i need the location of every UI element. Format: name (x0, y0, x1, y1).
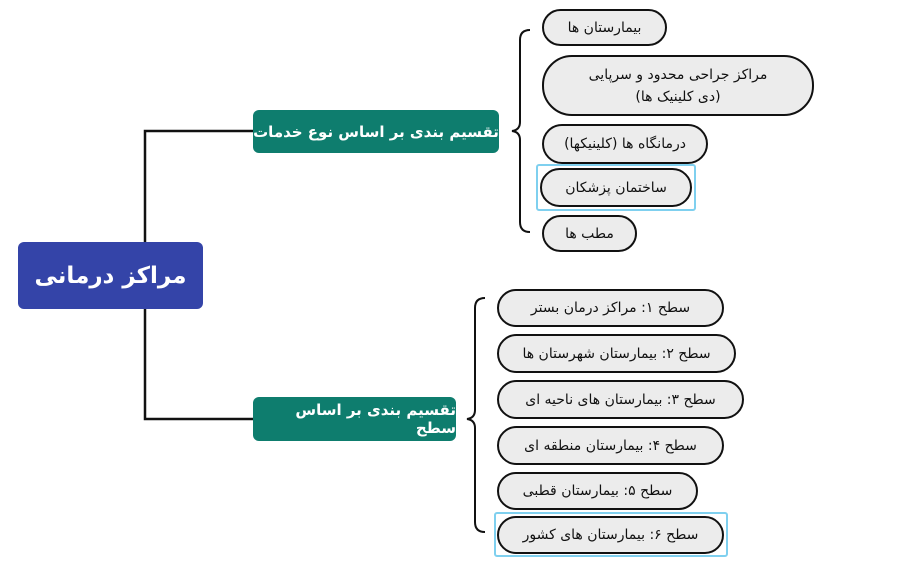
leaf-level-1[interactable]: سطح ۱: مراکز درمان بستر (497, 289, 724, 327)
branch-label: تقسیم بندی بر اساس نوع خدمات (253, 122, 499, 141)
leaf-level-5[interactable]: سطح ۵: بیمارستان قطبی (497, 472, 698, 510)
leaf-hospitals[interactable]: بیمارستان ها (542, 9, 667, 46)
branch-node-by-level[interactable]: تقسیم بندی بر اساس سطح (253, 397, 456, 441)
leaf-day-clinics[interactable]: مراکز جراحی محدود و سرپایی (دی کلینیک ها… (542, 55, 814, 116)
leaf-label: سطح ۳: بیمارستان های ناحیه ای (525, 391, 716, 408)
leaf-label: سطح ۶: بیمارستان های کشور (522, 527, 699, 543)
leaf-level-6[interactable]: سطح ۶: بیمارستان های کشور (497, 516, 724, 554)
branch-label: تقسیم بندی بر اساس سطح (295, 401, 456, 437)
leaf-label: مطب ها (565, 225, 614, 242)
leaf-label: سطح ۵: بیمارستان قطبی (522, 483, 673, 499)
leaf-level-3[interactable]: سطح ۳: بیمارستان های ناحیه ای (497, 380, 744, 419)
leaf-label: ساختمان پزشکان (565, 179, 667, 196)
trunk-connector (143, 129, 253, 421)
selection-highlight (536, 164, 696, 211)
bracket-level (466, 297, 486, 533)
leaf-clinics[interactable]: درمانگاه ها (کلینیکها) (542, 124, 708, 164)
leaf-label: بیمارستان ها (567, 19, 642, 36)
leaf-level-4[interactable]: سطح ۴: بیمارستان منطقه ای (497, 426, 724, 465)
leaf-label: سطح ۱: مراکز درمان بستر (530, 300, 691, 316)
root-node-medical-centers[interactable]: مراکز درمانی (18, 242, 203, 309)
leaf-physicians-building[interactable]: ساختمان پزشکان (540, 168, 692, 207)
root-label: مراکز درمانی (34, 262, 187, 289)
selection-highlight (494, 512, 728, 557)
branch-node-by-service-type[interactable]: تقسیم بندی بر اساس نوع خدمات (253, 110, 499, 153)
leaf-label: درمانگاه ها (کلینیکها) (564, 136, 686, 152)
leaf-label: مراکز جراحی محدود و سرپایی (دی کلینیک ها… (588, 66, 768, 105)
bracket-services (511, 29, 531, 233)
leaf-level-2[interactable]: سطح ۲: بیمارستان شهرستان ها (497, 334, 736, 373)
leaf-offices[interactable]: مطب ها (542, 215, 637, 252)
leaf-label: سطح ۲: بیمارستان شهرستان ها (522, 345, 711, 362)
leaf-label: سطح ۴: بیمارستان منطقه ای (524, 437, 697, 454)
